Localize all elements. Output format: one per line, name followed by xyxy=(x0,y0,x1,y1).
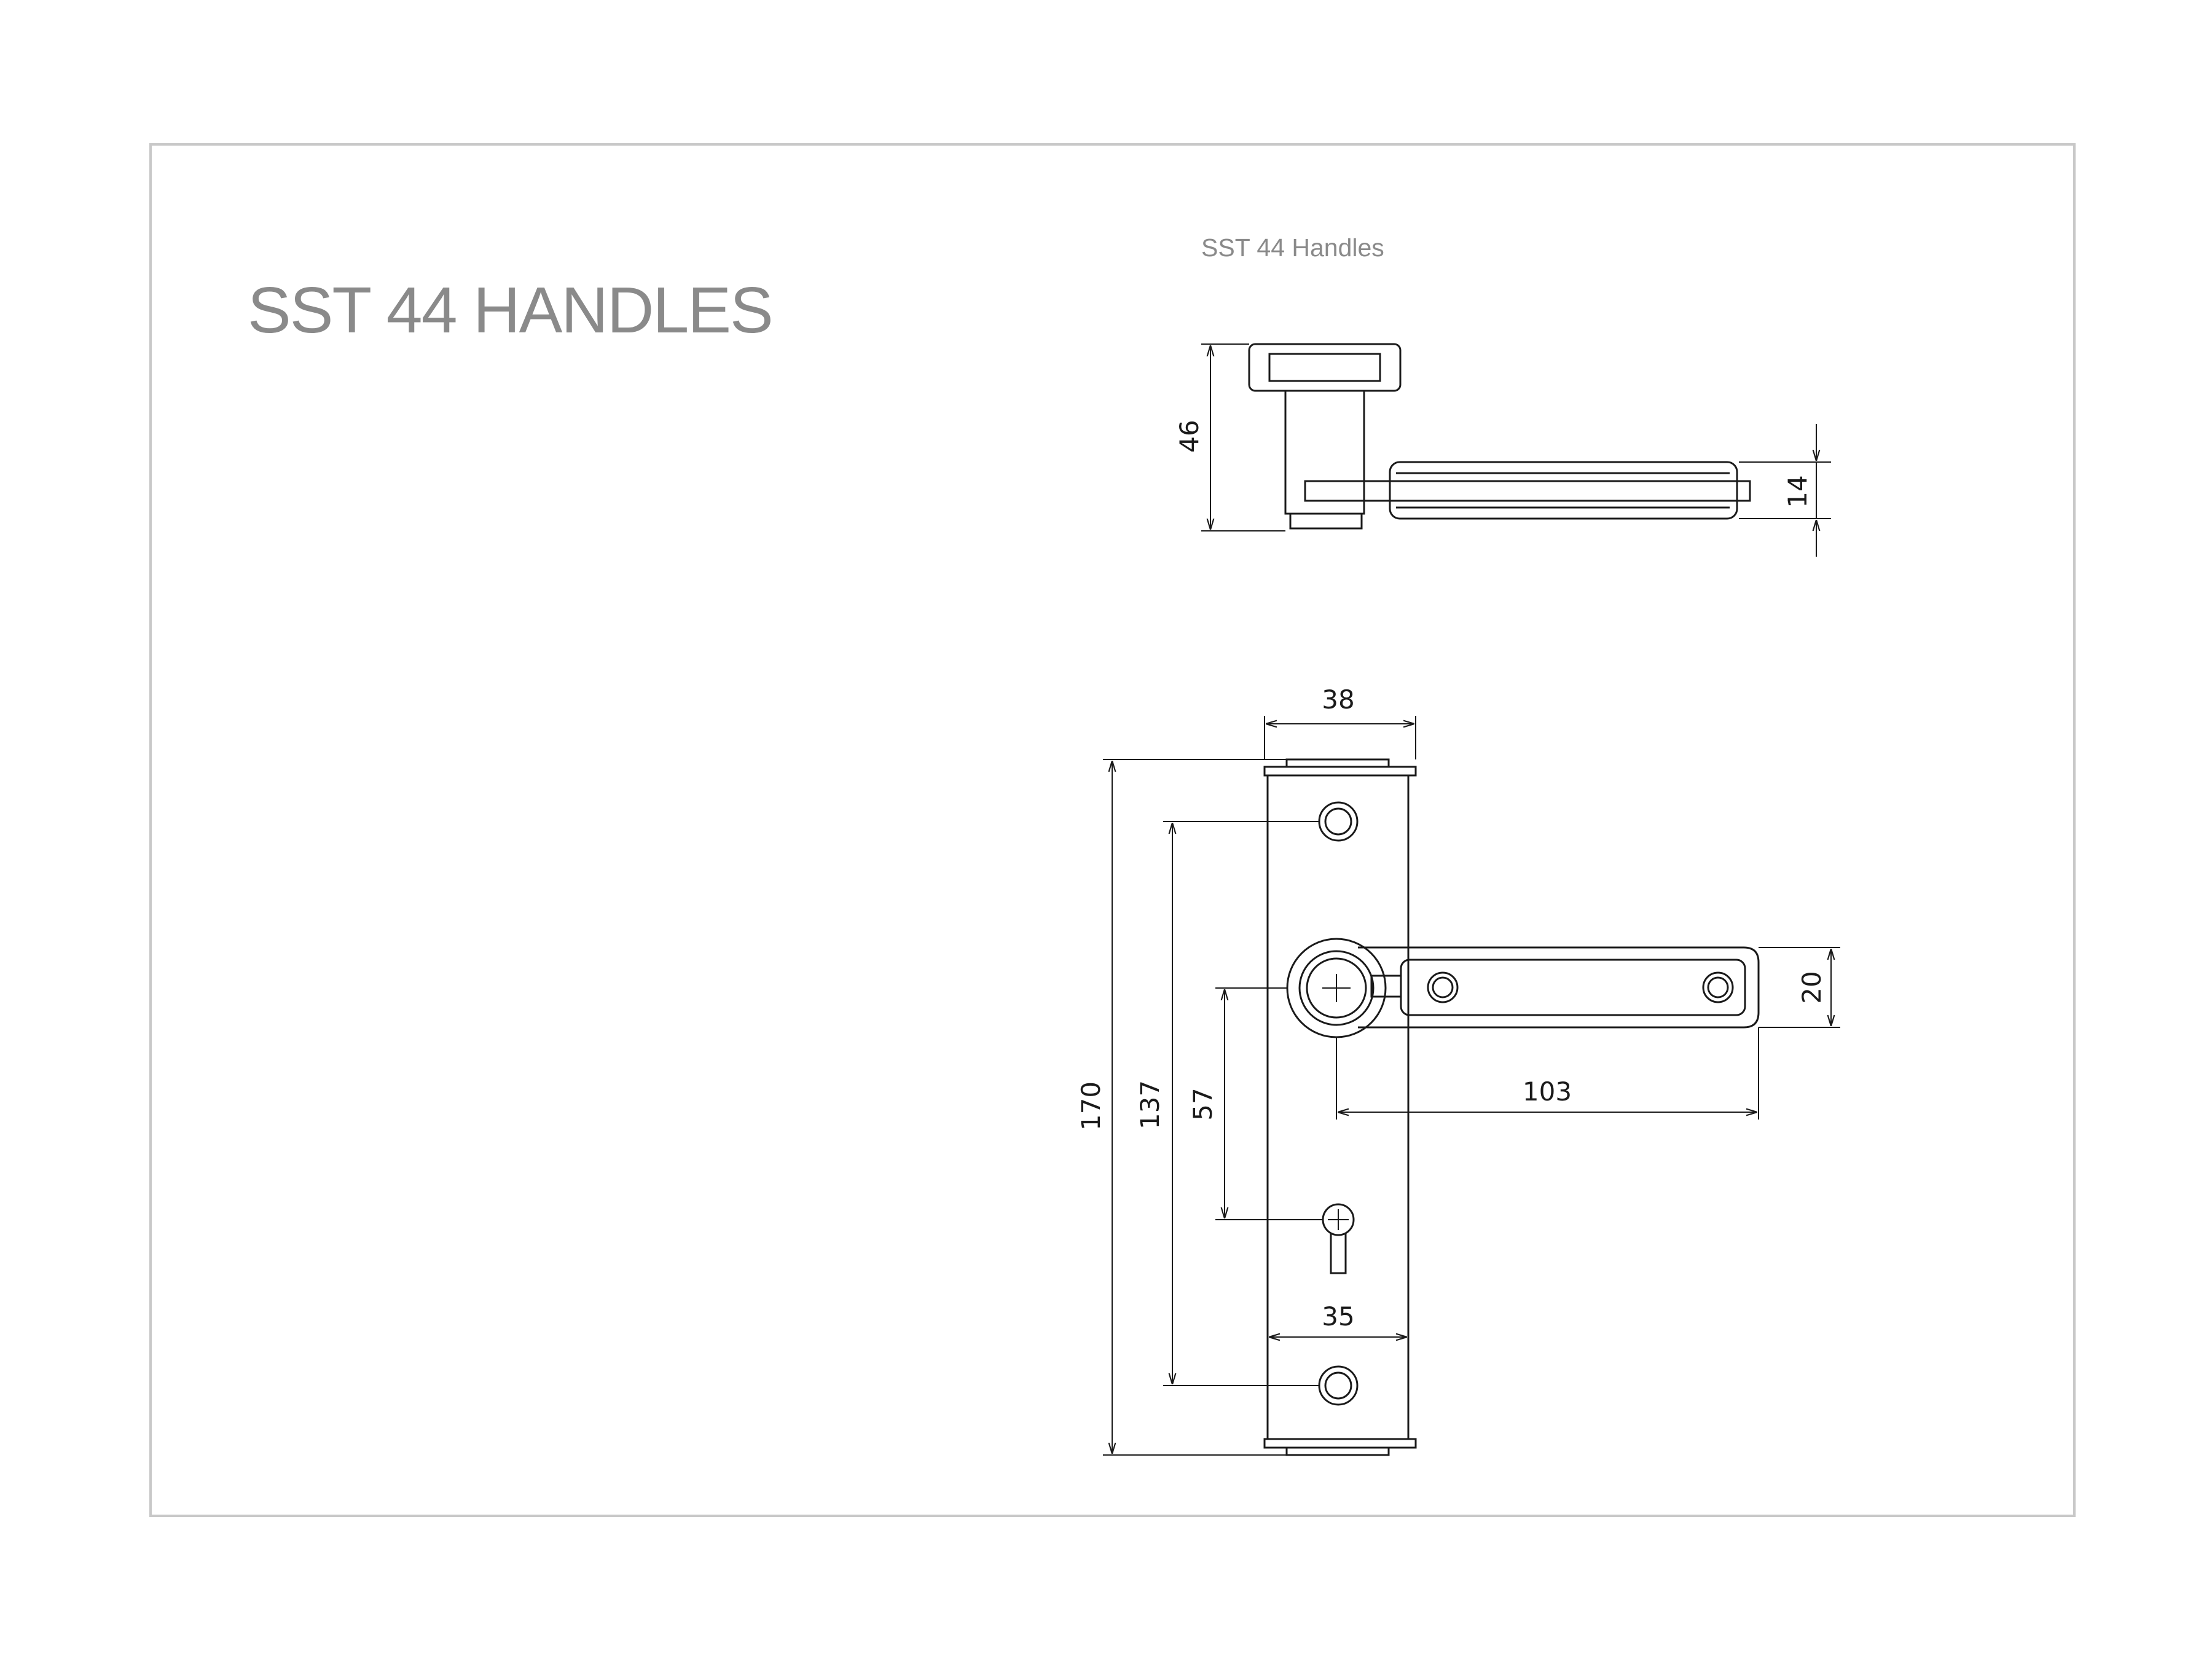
front-view xyxy=(1103,716,1840,1456)
drawing-caption: SST 44 Handles xyxy=(1201,233,1384,262)
side-view-lever xyxy=(1304,461,1751,520)
dimension-lever-length xyxy=(1336,1027,1759,1120)
dim-label-plate-inner-width: 35 xyxy=(1322,1301,1354,1332)
dimension-lever-width xyxy=(1759,947,1840,1028)
dim-label-lever-length: 103 xyxy=(1523,1077,1572,1107)
keyhole xyxy=(1322,1203,1355,1274)
dim-label-plate-height: 170 xyxy=(1076,1081,1106,1131)
dimension-plate-height xyxy=(1103,759,1287,1456)
lever-handle xyxy=(1358,946,1760,1029)
dim-label-side-height: 46 xyxy=(1174,420,1204,452)
dimension-plate-width xyxy=(1264,716,1416,759)
dim-label-lever-thickness: 14 xyxy=(1783,475,1813,508)
dim-label-plate-width: 38 xyxy=(1322,684,1354,715)
dim-label-lever-width: 20 xyxy=(1797,971,1827,1003)
screw-hole-top xyxy=(1318,801,1359,842)
dimension-backset xyxy=(1215,987,1323,1220)
side-view-rose xyxy=(1248,343,1402,530)
side-view xyxy=(1201,343,1831,557)
dimension-lever-thickness xyxy=(1739,424,1831,557)
dimension-side-height xyxy=(1201,343,1285,531)
backplate xyxy=(1263,758,1417,1456)
dimension-screw-spacing xyxy=(1163,821,1319,1386)
page-title: SST 44 HANDLES xyxy=(248,274,774,347)
drawing-frame xyxy=(149,143,2076,1517)
dim-label-screw-spacing: 137 xyxy=(1135,1080,1165,1129)
screw-hole-bottom xyxy=(1318,1365,1359,1406)
dim-label-backset: 57 xyxy=(1188,1088,1218,1120)
